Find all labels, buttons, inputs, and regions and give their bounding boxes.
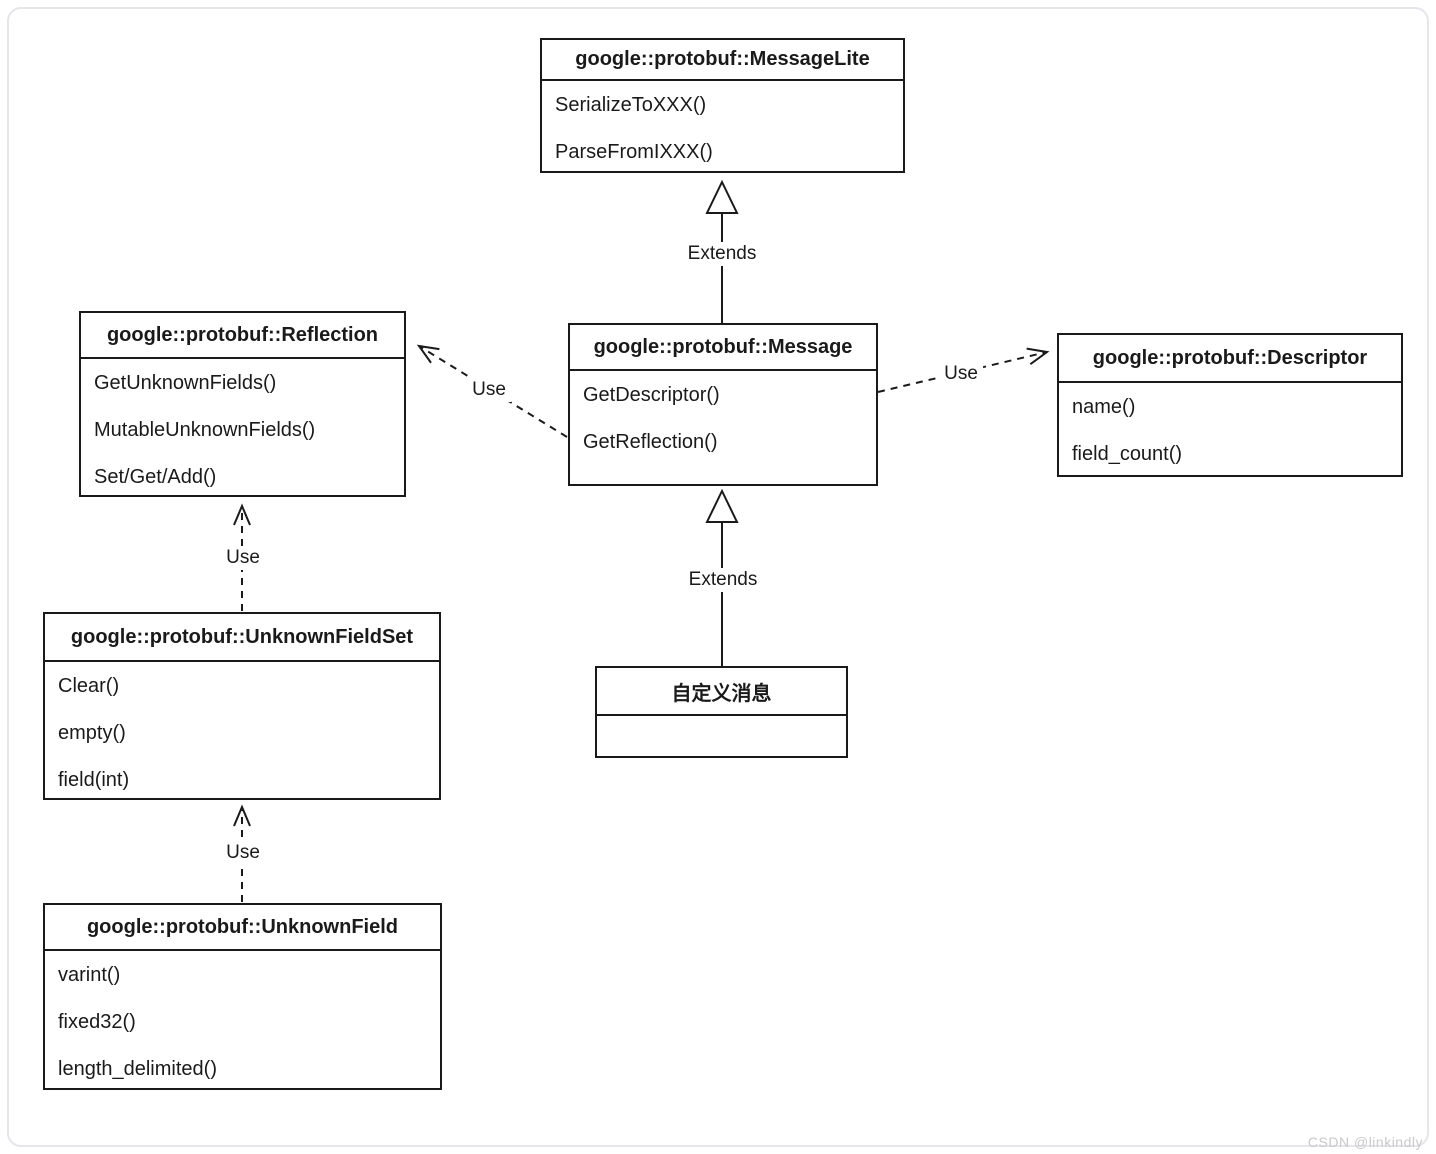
edge-use-descriptor: [877, 347, 1050, 393]
edge-label-extends-bottom: Extends: [683, 568, 763, 592]
class-title-message: google::protobuf::Message: [570, 325, 876, 371]
class-method: Set/Get/Add(): [94, 466, 217, 488]
class-methods-message: GetDescriptor() GetReflection(): [570, 371, 876, 466]
class-methods-messagelite: SerializeToXXX() ParseFromIXXX(): [542, 81, 903, 176]
class-title-descriptor: google::protobuf::Descriptor: [1059, 335, 1401, 383]
class-method: GetDescriptor(): [583, 384, 720, 406]
class-methods-descriptor: name() field_count(): [1059, 383, 1401, 478]
class-method: fixed32(): [58, 1011, 136, 1033]
edge-extends-messagelite: [705, 179, 739, 324]
class-title-reflection: google::protobuf::Reflection: [81, 313, 404, 359]
edge-label-use-unknownfieldset: Use: [221, 546, 265, 570]
edge-label-use-descriptor: Use: [939, 362, 983, 386]
class-method: ParseFromIXXX(): [555, 141, 713, 163]
class-method: length_delimited(): [58, 1058, 217, 1080]
class-method: GetReflection(): [583, 431, 718, 453]
edge-extends-message: [705, 488, 739, 667]
class-box-unknownfieldset: google::protobuf::UnknownFieldSet Clear(…: [43, 612, 441, 800]
class-methods-unknownfieldset: Clear() empty() field(int): [45, 662, 439, 804]
class-methods-reflection: GetUnknownFields() MutableUnknownFields(…: [81, 359, 404, 501]
class-method: field(int): [58, 769, 130, 791]
class-box-unknownfield: google::protobuf::UnknownField varint() …: [43, 903, 442, 1090]
class-method: MutableUnknownFields(): [94, 419, 316, 441]
class-method: SerializeToXXX(): [555, 94, 707, 116]
class-method: varint(): [58, 964, 121, 986]
edge-label-use-unknownfield: Use: [221, 841, 265, 865]
class-method: Clear(): [58, 675, 120, 697]
class-box-reflection: google::protobuf::Reflection GetUnknownF…: [79, 311, 406, 497]
watermark: CSDN @linkindly: [1307, 1134, 1423, 1150]
class-title-unknownfield: google::protobuf::UnknownField: [45, 905, 440, 951]
class-box-messagelite: google::protobuf::MessageLite SerializeT…: [540, 38, 905, 173]
class-methods-unknownfield: varint() fixed32() length_delimited(): [45, 951, 440, 1093]
class-box-message: google::protobuf::Message GetDescriptor(…: [568, 323, 878, 486]
class-method: GetUnknownFields(): [94, 372, 277, 394]
class-method: empty(): [58, 722, 126, 744]
class-method: field_count(): [1072, 443, 1183, 465]
class-title-custom-message: 自定义消息: [597, 668, 846, 716]
class-method: name(): [1072, 396, 1136, 418]
class-box-descriptor: google::protobuf::Descriptor name() fiel…: [1057, 333, 1403, 477]
edge-use-reflection: [416, 344, 568, 438]
edge-label-use-reflection: Use: [467, 378, 511, 402]
class-methods-custom-message: [597, 716, 846, 717]
class-title-unknownfieldset: google::protobuf::UnknownFieldSet: [45, 614, 439, 662]
edge-label-extends-top: Extends: [682, 242, 762, 266]
class-title-messagelite: google::protobuf::MessageLite: [542, 40, 903, 81]
class-box-custom-message: 自定义消息: [595, 666, 848, 758]
